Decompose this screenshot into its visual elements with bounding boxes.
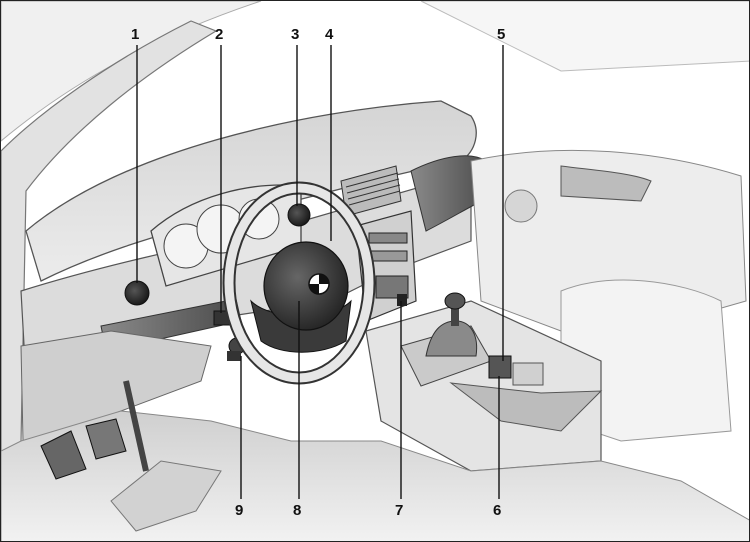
- callout-number: 1: [131, 26, 139, 43]
- callout-7: 7: [395, 301, 403, 519]
- callout-1: 1: [131, 26, 139, 283]
- center-air-vent: [287, 203, 311, 227]
- callout-4: 4: [325, 26, 334, 241]
- floor-mat: [110, 460, 222, 532]
- callout-number: 7: [395, 502, 403, 519]
- a-pillar: [1, 20, 218, 541]
- passenger-seat: [560, 279, 732, 442]
- callout-number: 9: [235, 502, 243, 519]
- window-switch-panel: [488, 355, 512, 379]
- callout-number: 5: [497, 26, 505, 43]
- pedals: [40, 380, 149, 480]
- callout-number: 2: [215, 26, 223, 43]
- callout-9: 9: [235, 356, 243, 519]
- callout-3: 3: [291, 26, 299, 206]
- callout-2: 2: [215, 26, 223, 313]
- callout-number: 8: [293, 502, 301, 519]
- callout-number: 6: [493, 502, 501, 519]
- gear-shift-lever: [425, 292, 478, 357]
- airbag-hub: [263, 241, 349, 331]
- callout-8: 8: [293, 301, 301, 519]
- callout-6: 6: [493, 376, 501, 519]
- callout-5: 5: [497, 26, 505, 361]
- callout-number: 4: [325, 26, 334, 43]
- callout-number: 3: [291, 26, 299, 43]
